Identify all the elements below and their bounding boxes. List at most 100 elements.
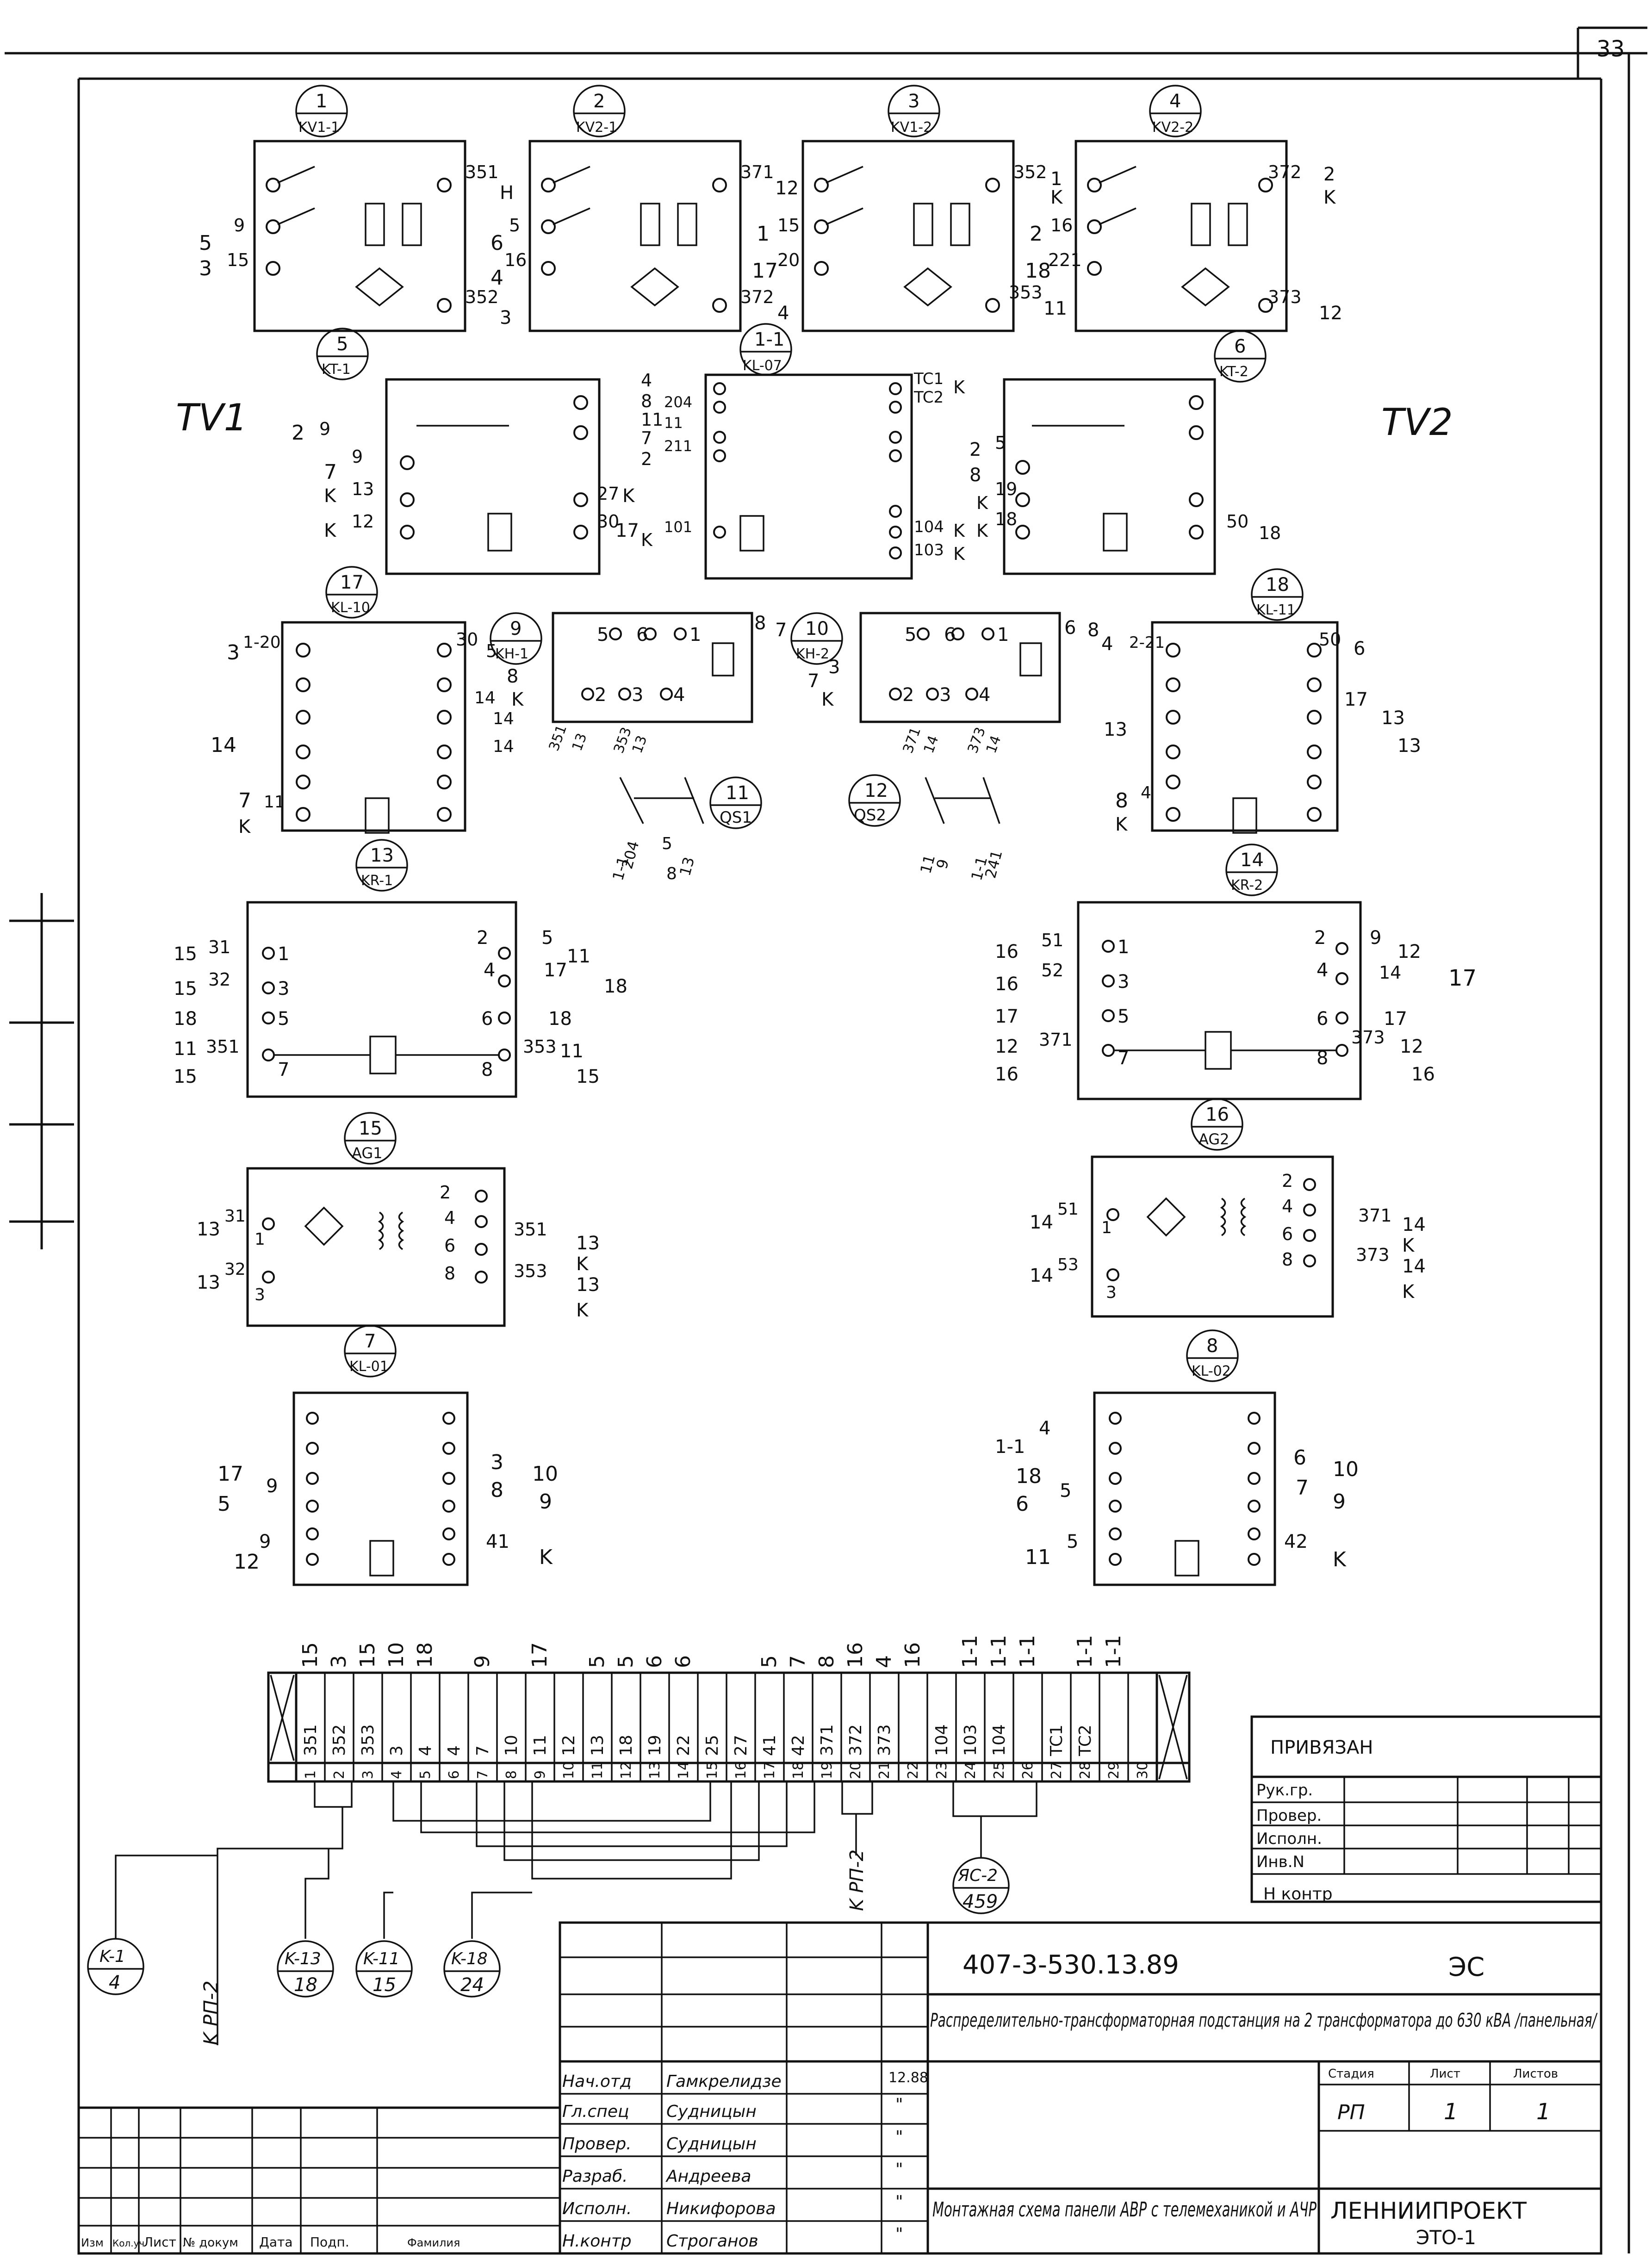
- terminal-number: 10: [561, 1762, 577, 1779]
- switch-qs2: 12 QS2 11 9 241 1-1: [848, 774, 1006, 882]
- svg-text:2: 2: [593, 91, 605, 112]
- terminal-number: 18: [790, 1762, 807, 1779]
- svg-text:3: 3: [1118, 971, 1129, 993]
- svg-text:459: 459: [963, 1891, 998, 1912]
- svg-text:16: 16: [1205, 1104, 1229, 1125]
- drawing-code: 407-3-530.13.89: [963, 1950, 1179, 1980]
- svg-text:6: 6: [1354, 638, 1365, 659]
- svg-text:14: 14: [493, 709, 514, 728]
- svg-text:18: 18: [995, 509, 1017, 529]
- svg-text:6: 6: [944, 624, 956, 645]
- svg-text:3: 3: [939, 684, 951, 706]
- terminal-number: 3: [360, 1770, 376, 1779]
- svg-text:Никифорова: Никифорова: [666, 2199, 776, 2218]
- svg-text:19: 19: [995, 479, 1017, 499]
- svg-text:3: 3: [500, 307, 511, 329]
- svg-text:Рук.гр.: Рук.гр.: [1256, 1781, 1313, 1800]
- svg-text:ЯС-2: ЯС-2: [957, 1866, 998, 1885]
- svg-text:16: 16: [1050, 215, 1073, 236]
- svg-text:9: 9: [234, 215, 245, 236]
- svg-text:№ докум: № докум: [183, 2236, 238, 2250]
- svg-text:QS1: QS1: [720, 808, 752, 827]
- svg-text:8: 8: [1317, 1048, 1328, 1069]
- svg-text:Андреева: Андреева: [665, 2167, 751, 2186]
- svg-text:KV2-2: KV2-2: [1152, 119, 1193, 136]
- svg-text:12: 12: [352, 511, 374, 532]
- cable-ref-yas2: ЯС-2 459: [952, 1857, 1010, 1914]
- svg-text:3: 3: [199, 257, 212, 280]
- svg-text:11: 11: [726, 782, 749, 804]
- svg-text:12: 12: [995, 1036, 1019, 1057]
- svg-text:": ": [895, 2128, 903, 2147]
- svg-text:3: 3: [227, 641, 240, 664]
- svg-text:2: 2: [1030, 222, 1043, 246]
- svg-text:14: 14: [1030, 1212, 1053, 1233]
- svg-text:8: 8: [666, 864, 677, 883]
- svg-text:3: 3: [278, 978, 289, 999]
- svg-text:42: 42: [1284, 1531, 1308, 1552]
- terminal-top-label: 5: [585, 1655, 609, 1668]
- svg-text:Гл.спец: Гл.спец: [562, 2102, 629, 2121]
- terminal-number: 4: [389, 1770, 405, 1779]
- terminal-wiring: [115, 1781, 1037, 2045]
- svg-text:18: 18: [604, 976, 627, 997]
- svg-text:352: 352: [1013, 162, 1047, 182]
- terminal-wire-label: 42: [789, 1735, 808, 1756]
- svg-text:2: 2: [641, 449, 652, 469]
- svg-text:Строганов: Строганов: [666, 2232, 758, 2251]
- svg-text:18: 18: [294, 1974, 317, 1996]
- svg-text:17: 17: [1448, 965, 1477, 991]
- terminal-block: [267, 1671, 1191, 1783]
- svg-text:K: K: [976, 521, 988, 541]
- terminal-wire-label: 7: [473, 1745, 492, 1756]
- svg-text:14: 14: [474, 689, 496, 707]
- svg-text:2: 2: [969, 439, 981, 460]
- svg-text:18: 18: [1016, 1464, 1042, 1488]
- svg-text:13: 13: [352, 479, 374, 499]
- svg-text:11: 11: [174, 1038, 197, 1060]
- svg-text:13: 13: [1397, 735, 1421, 757]
- svg-text:24: 24: [460, 1974, 484, 1996]
- cable-ref-k18: K-18 24: [443, 1940, 501, 1998]
- terminal-wire-label: 4: [416, 1745, 435, 1756]
- svg-text:2: 2: [1323, 164, 1335, 185]
- svg-text:371: 371: [1358, 1205, 1392, 1226]
- svg-text:50: 50: [1226, 511, 1248, 532]
- svg-text:31: 31: [208, 937, 230, 957]
- svg-text:52: 52: [1041, 960, 1063, 980]
- svg-text:13: 13: [576, 1274, 600, 1296]
- svg-text:17: 17: [340, 572, 364, 593]
- svg-text:KR-2: KR-2: [1231, 877, 1263, 894]
- svg-text:K: K: [1115, 814, 1128, 835]
- svg-text:K: K: [1333, 1548, 1347, 1571]
- svg-text:TC1: TC1: [913, 370, 944, 388]
- svg-text:4: 4: [1282, 1196, 1293, 1216]
- svg-text:103: 103: [914, 541, 944, 559]
- svg-text:4: 4: [484, 960, 495, 981]
- svg-text:РП: РП: [1337, 2101, 1365, 2124]
- svg-text:Разраб.: Разраб.: [562, 2167, 627, 2186]
- terminal-top-label: 6: [671, 1655, 695, 1668]
- svg-text:5: 5: [541, 927, 553, 949]
- svg-text:11: 11: [1025, 1545, 1051, 1569]
- svg-text:4: 4: [1169, 91, 1181, 112]
- svg-text:371: 371: [740, 162, 774, 182]
- svg-text:KR-1: KR-1: [361, 873, 393, 889]
- terminal-number: 26: [1020, 1762, 1036, 1779]
- terminal-wire-label: 103: [961, 1724, 980, 1756]
- svg-text:12: 12: [1400, 1036, 1423, 1057]
- svg-text:8: 8: [444, 1263, 455, 1284]
- svg-text:6: 6: [1016, 1492, 1029, 1516]
- terminal-number: 6: [446, 1770, 462, 1779]
- svg-text:K: K: [953, 544, 965, 564]
- svg-text:2: 2: [595, 684, 606, 706]
- svg-text:K: K: [1050, 187, 1063, 208]
- svg-text:Изм: Изм: [81, 2236, 104, 2249]
- terminal-number: 22: [905, 1762, 921, 1779]
- svg-text:18: 18: [1025, 259, 1051, 283]
- svg-text:8: 8: [1115, 789, 1128, 813]
- svg-text:4: 4: [444, 1208, 455, 1228]
- terminal-top-label: 5: [758, 1655, 781, 1668]
- svg-text:5: 5: [336, 334, 348, 355]
- svg-text:1-1: 1-1: [609, 855, 632, 882]
